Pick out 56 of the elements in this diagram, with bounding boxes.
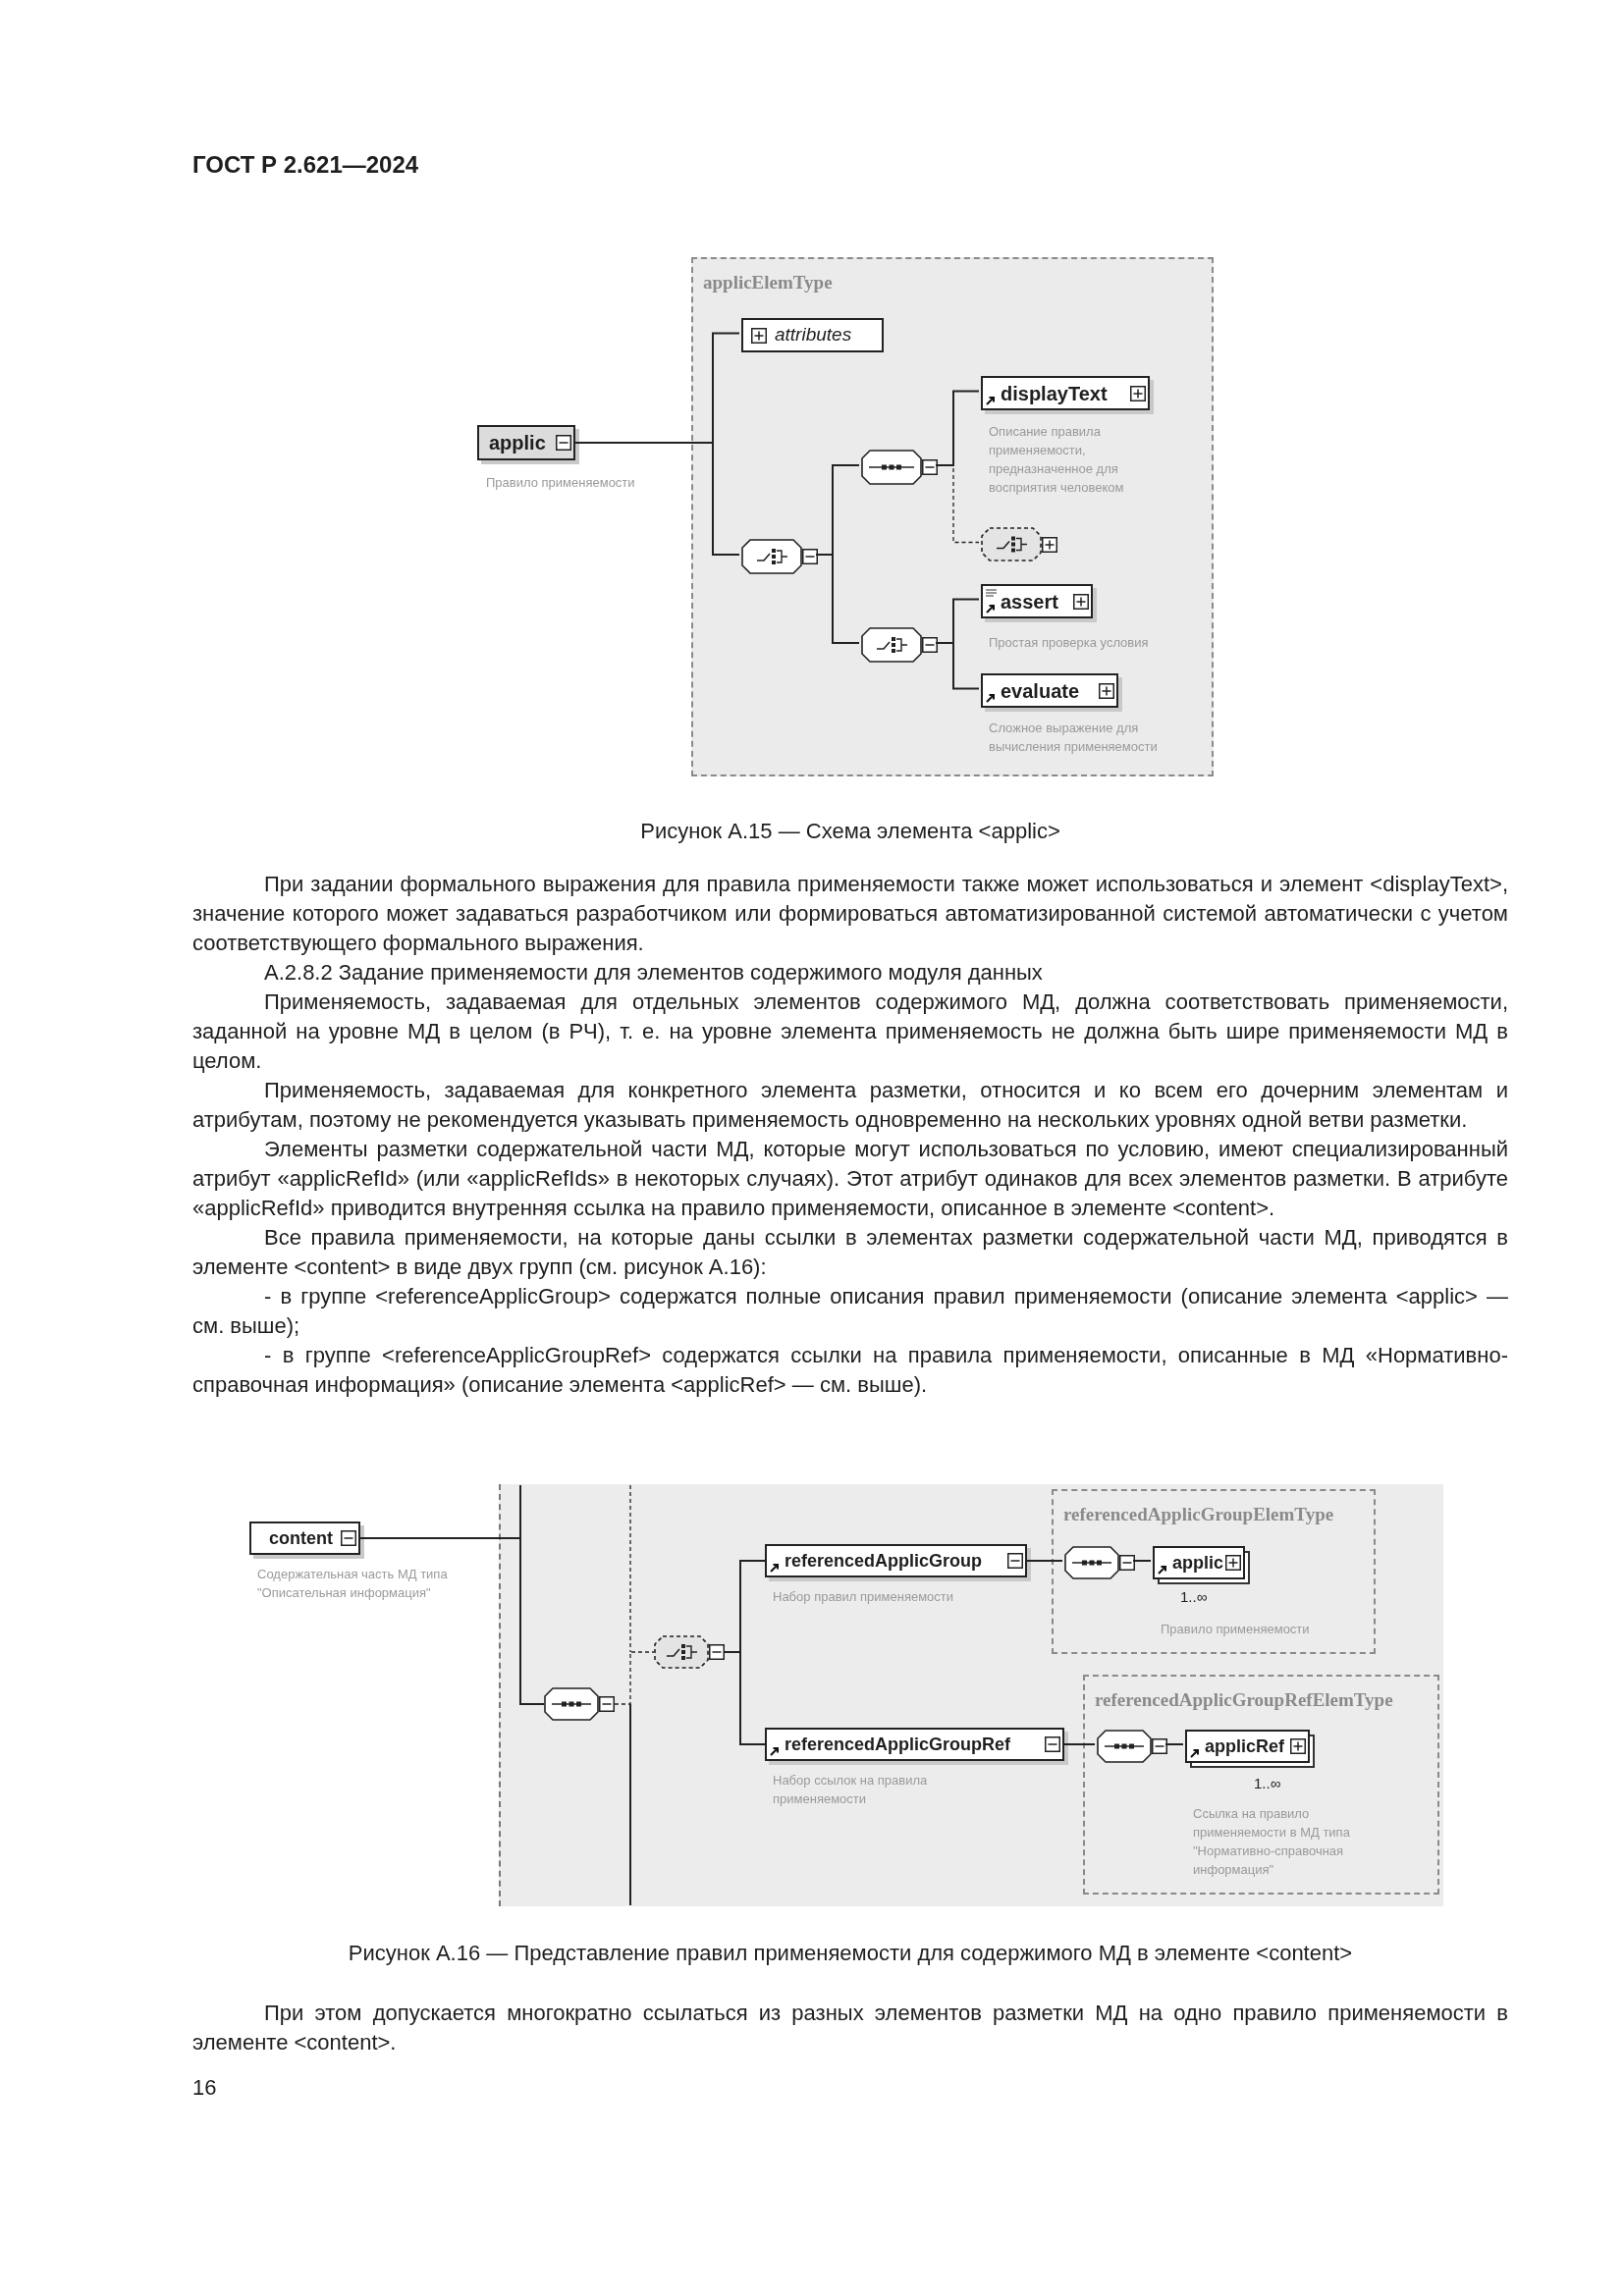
element-name: referencedApplicGroup bbox=[785, 1549, 983, 1573]
element-name: applicRef bbox=[1205, 1735, 1285, 1758]
element-description: Правило применяемости bbox=[1161, 1621, 1311, 1638]
type-name: referencedApplicGroupElemType bbox=[1063, 1503, 1334, 1526]
connector-line bbox=[1063, 1743, 1096, 1745]
type-container bbox=[1052, 1489, 1376, 1654]
attributes-box bbox=[741, 318, 884, 352]
sequence-compositor bbox=[861, 450, 938, 485]
connector-line bbox=[614, 1651, 655, 1705]
body-paragraph: Все правила применяемости, на которые даны ссылки в элементах разметки содержательной части МД, приводятся в элементе <content> в виде двух групп (см. рисунок А.16): bbox=[192, 1224, 1508, 1281]
type-container bbox=[691, 257, 1214, 776]
choice-compositor bbox=[861, 627, 938, 663]
body-paragraph: Применяемость, задаваемая для отдельных элементов содержимого МД, должна соответствовать применяемости, заданной на уровне МД в целом (в РЧ), т. е. на уровне элемента применяемость не должна быть шире применяемости МД в целом. bbox=[192, 988, 1508, 1075]
element-description: Простая проверка условия bbox=[989, 634, 1150, 652]
type-name: referencedApplicGroupRefElemType bbox=[1095, 1688, 1393, 1712]
element-name: referencedApplicGroupRef bbox=[785, 1733, 1011, 1756]
type-name: applicElemType bbox=[703, 271, 833, 294]
body-paragraph: Применяемость, задаваемая для конкретного элемента разметки, относится и ко всем его дочерним элементам и атрибутам, поэтому не рекомендуется указывать применяемость одновременно на нескольких уровнях одной ветви разметки. bbox=[192, 1077, 1508, 1134]
element-name: assert bbox=[1001, 589, 1058, 614]
choice-compositor bbox=[654, 1635, 725, 1669]
connector-line bbox=[1164, 1743, 1184, 1745]
element-description: Набор ссылок на правила применяемости bbox=[773, 1772, 929, 1808]
connector-line bbox=[1026, 1560, 1063, 1562]
type-container bbox=[1083, 1675, 1439, 1895]
sequence-compositor bbox=[1097, 1730, 1167, 1763]
element-description: Ссылка на правило применяемости в МД типа "Нормативно-справочная информация" bbox=[1193, 1805, 1351, 1879]
element-description: Содержательная часть МД типа "Описательная информация" bbox=[257, 1566, 449, 1602]
element-name: displayText bbox=[1001, 381, 1108, 406]
page-number: 16 bbox=[192, 2074, 217, 2102]
body-paragraph: Элементы разметки содержательной части МД, которые могут использоваться по условию, имеют специализированный атрибут «applicRefId» (или «applicRefIds» в некоторых случаях). Этот атрибут одинаков для всех элементов разметки. В атрибуте «applicRefId» приводится внутренняя ссылка на правило применяемости, описанное в элементе <content>. bbox=[192, 1136, 1508, 1222]
body-paragraph: При этом допускается многократно ссылаться из разных элементов разметки МД на одно правило применяемости в элементе <content>. bbox=[192, 2000, 1508, 2056]
element-description: Набор правил применяемости bbox=[773, 1588, 955, 1606]
connector-line bbox=[724, 1651, 766, 1745]
multiplicity-label: 1..∞ bbox=[1180, 1588, 1209, 1606]
element-name: evaluate bbox=[1001, 678, 1080, 704]
connector-line bbox=[1132, 1560, 1152, 1562]
element-name: content bbox=[269, 1526, 333, 1550]
multiplicity-label: 1..∞ bbox=[1254, 1775, 1282, 1792]
choice-compositor bbox=[741, 539, 818, 574]
element-name: applic bbox=[1172, 1551, 1223, 1575]
body-paragraph: При задании формального выражения для правила применяемости также может использоваться и элемент <displayText>, значение которого может задаваться разработчиком или формироваться автоматизированной системой автоматически с учетом соответствующего формального выражения. bbox=[192, 871, 1508, 957]
connector-line bbox=[359, 1537, 545, 1705]
element-description: Сложное выражение для вычисления применяемости bbox=[989, 720, 1159, 756]
body-paragraph: А.2.8.2 Задание применяемости для элементов содержимого модуля данных bbox=[263, 959, 1044, 987]
figure-caption: Рисунок А.16 — Представление правил применяемости для содержимого МД в элементе <content> bbox=[347, 1940, 1354, 1967]
sequence-compositor bbox=[544, 1687, 615, 1721]
sequence-compositor bbox=[1064, 1546, 1135, 1579]
choice-compositor bbox=[981, 527, 1057, 561]
body-paragraph: - в группе <referenceApplicGroupRef> содержатся ссылки на правила применяемости, описанные в МД «Нормативно-справочная информация» (описание элемента <applicRef> — см. выше). bbox=[192, 1342, 1508, 1399]
element-name: applic bbox=[489, 431, 546, 455]
document-header: ГОСТ Р 2.621—2024 bbox=[192, 150, 419, 180]
element-description: Описание правила применяемости, предназначенное для восприятия человеком bbox=[989, 423, 1125, 497]
body-paragraph: - в группе <referenceApplicGroup> содержатся полные описания правил применяемости (описание элемента <applic> — см. выше); bbox=[192, 1283, 1508, 1340]
figure-caption: Рисунок А.15 — Схема элемента <applic> bbox=[639, 818, 1061, 845]
element-description: Правило применяемости bbox=[486, 474, 636, 492]
attributes-label: attributes bbox=[775, 323, 852, 347]
